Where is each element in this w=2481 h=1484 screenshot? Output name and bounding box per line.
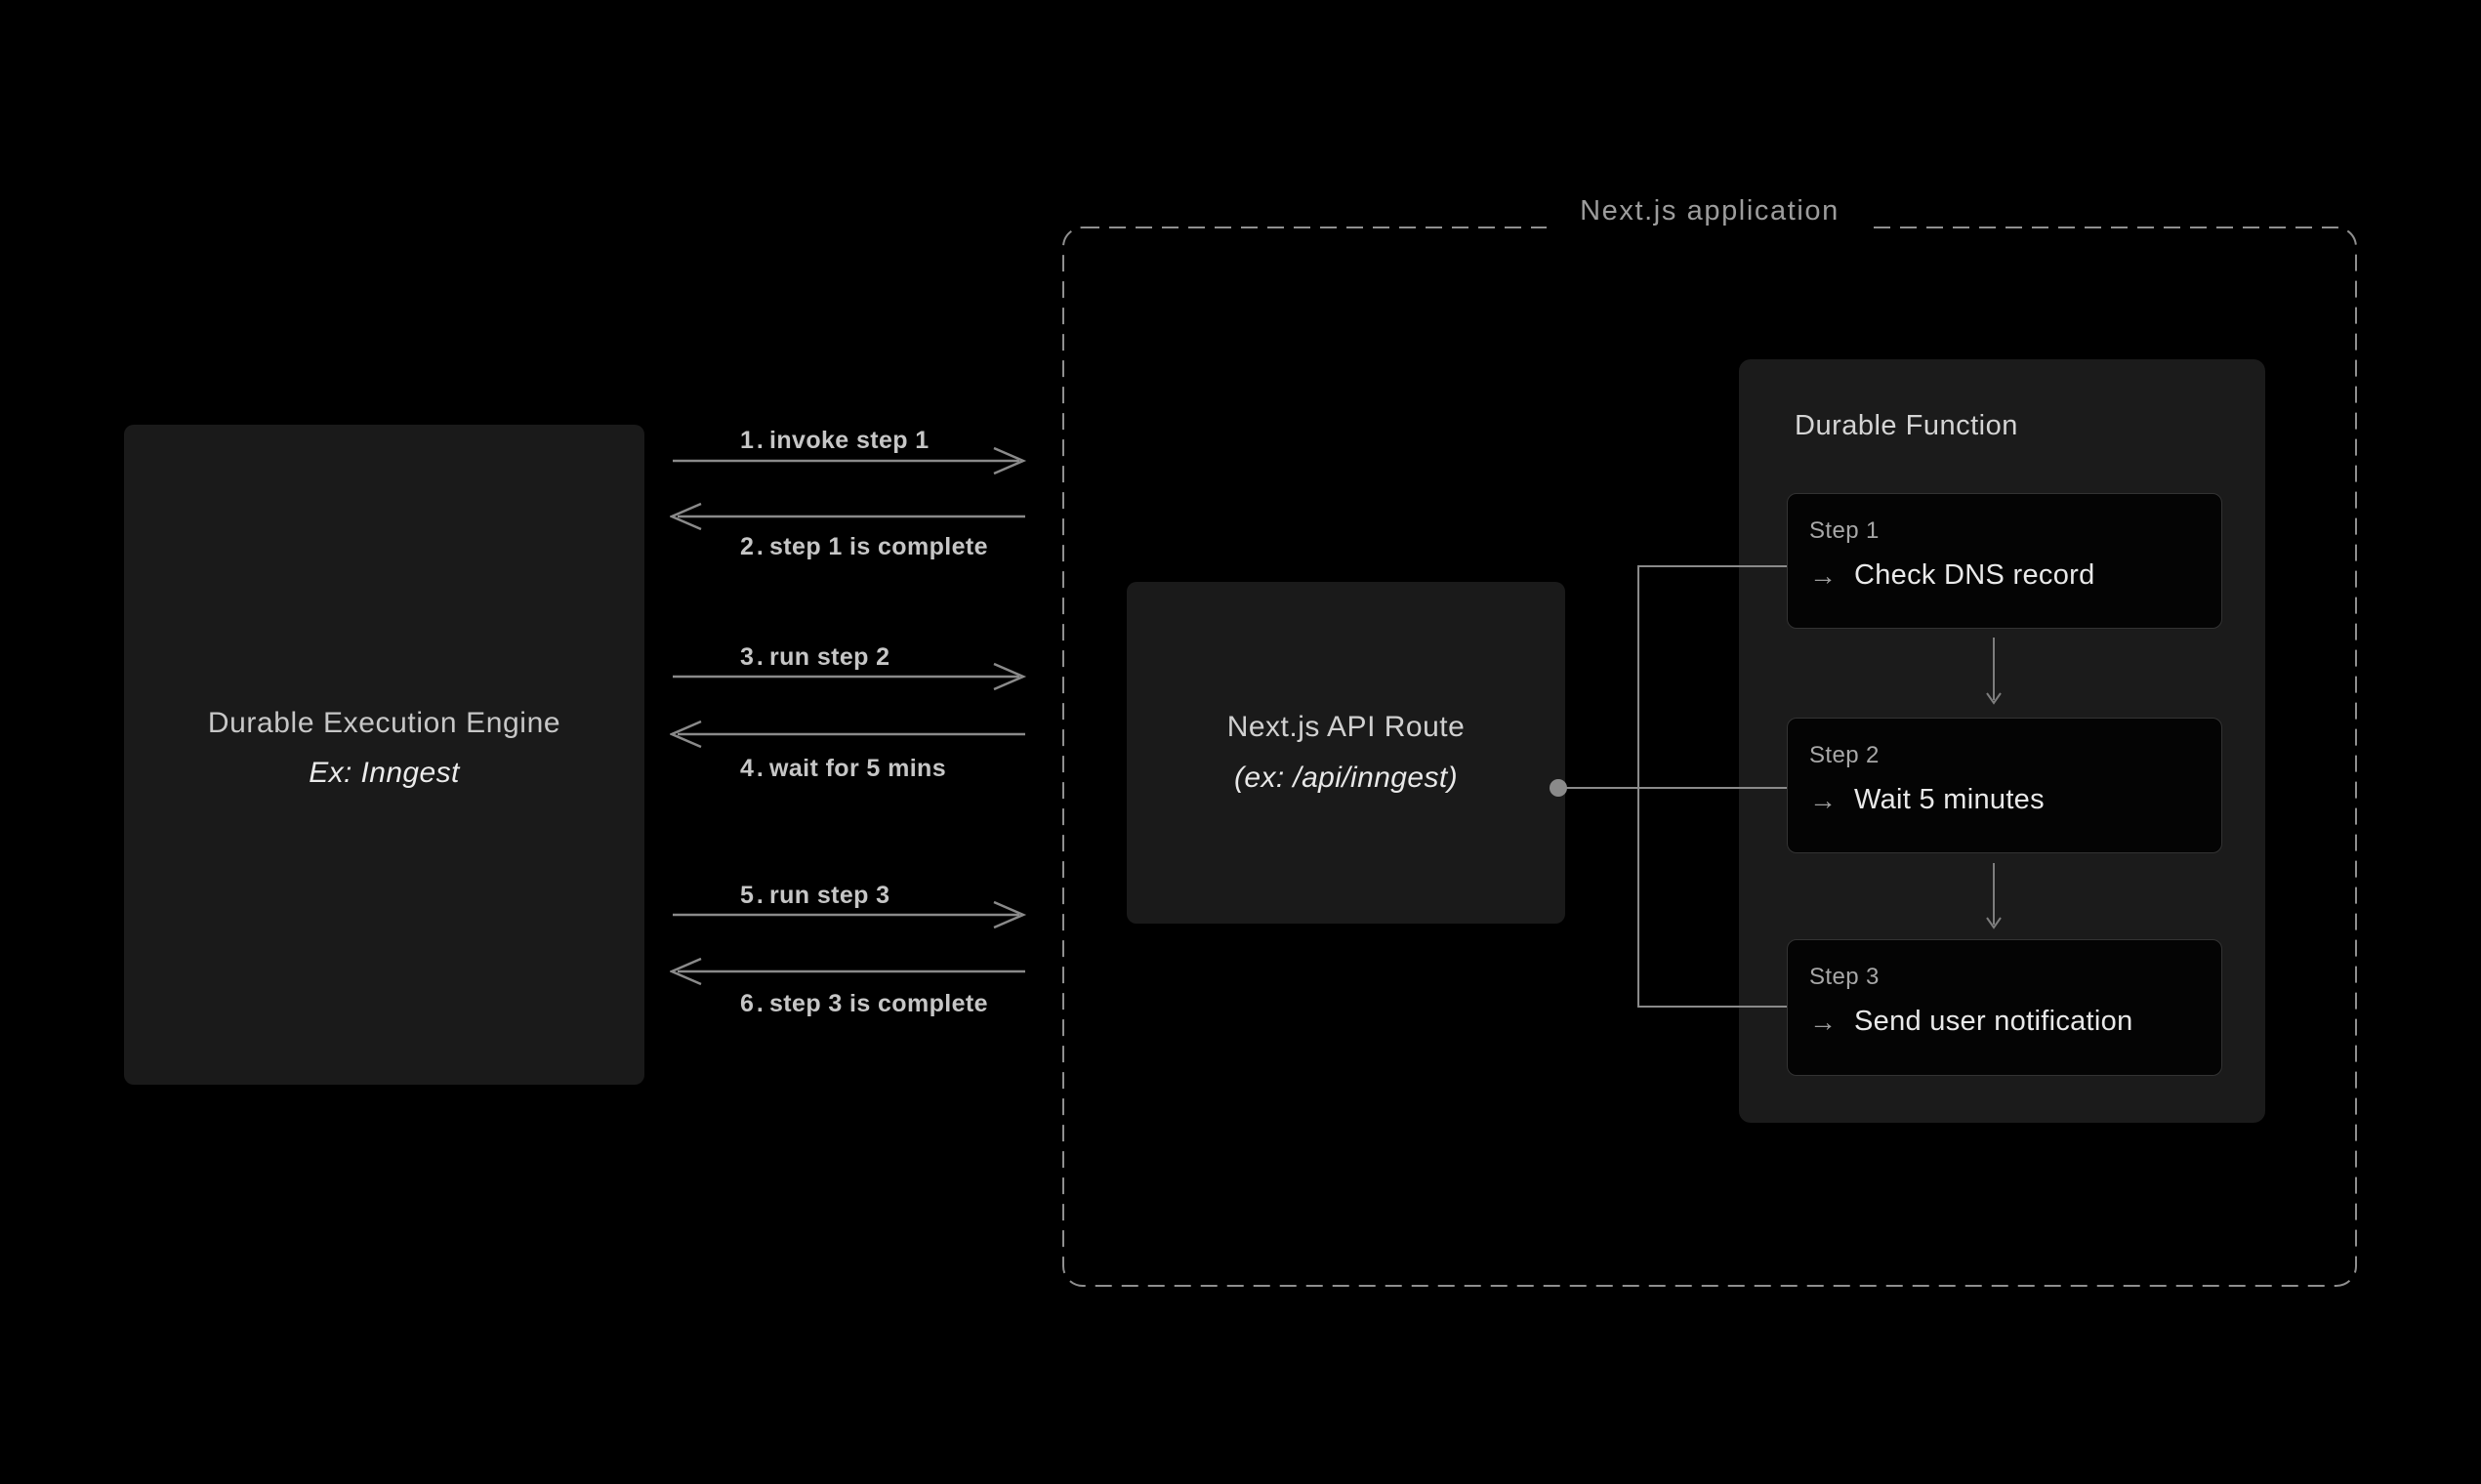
arrow-right-icon: → [1809,784,1837,815]
nextjs-application-frame [1062,227,2357,1287]
connector-line-middle [1557,787,1787,789]
api-route-subtitle: (ex: /api/inngest) [1234,762,1458,794]
message-text: step 1 is complete [769,533,988,560]
message-number: 4. [740,755,766,782]
step-label: Step 2 [1809,742,1880,768]
step-row: → Check DNS record [1809,559,2202,592]
message-label-3: 3.run step 2 [740,640,889,674]
connector-line-bottom [1638,1006,1787,1008]
connector-line-top [1638,565,1787,567]
message-number: 2. [740,533,766,560]
api-route-title: Next.js API Route [1226,711,1466,743]
arrow-left-icon [670,502,1025,531]
arrow-left-icon [670,720,1025,749]
arrow-right-icon: → [1809,1006,1837,1037]
durable-execution-engine-box: Durable Execution Engine Ex: Inngest [124,425,644,1085]
step-3-box: Step 3 → Send user notification [1787,939,2222,1076]
step-1-box: Step 1 → Check DNS record [1787,493,2222,629]
arrow-left-icon [670,957,1025,986]
message-number: 3. [740,643,766,671]
message-number: 6. [740,990,766,1017]
message-text: wait for 5 mins [769,755,947,782]
message-label-2: 2.step 1 is complete [740,530,988,563]
step-row: → Wait 5 minutes [1809,784,2202,816]
step-label: Step 3 [1809,964,1880,990]
message-text: step 3 is complete [769,990,988,1017]
message-label-1: 1.invoke step 1 [740,424,930,457]
step-2-box: Step 2 → Wait 5 minutes [1787,718,2222,853]
step-row: → Send user notification [1809,1006,2202,1038]
step-action: Check DNS record [1854,559,2095,591]
message-label-4: 4.wait for 5 mins [740,752,946,785]
arrow-down-icon [1986,863,2002,929]
engine-subtitle: Ex: Inngest [309,756,460,789]
message-number: 5. [740,882,766,909]
nextjs-application-label: Next.js application [1062,192,2357,229]
message-label-6: 6.step 3 is complete [740,987,988,1020]
message-text: invoke step 1 [769,427,930,454]
step-action: Wait 5 minutes [1854,784,2045,815]
nextjs-api-route-box: Next.js API Route (ex: /api/inngest) [1127,582,1565,924]
arrow-right-icon [673,900,1027,929]
message-number: 1. [740,427,766,454]
step-label: Step 1 [1809,517,1880,544]
step-action: Send user notification [1854,1006,2133,1037]
arrow-right-icon [673,662,1027,691]
engine-title: Durable Execution Engine [207,706,561,739]
arrow-down-icon [1986,638,2002,705]
connector-dot [1550,779,1567,797]
message-label-5: 5.run step 3 [740,879,889,912]
connector-trunk [1637,565,1639,1008]
arrow-right-icon [673,446,1027,475]
message-text: run step 2 [769,643,890,671]
durable-function-title: Durable Function [1795,410,2018,441]
message-text: run step 3 [769,882,890,909]
arrow-right-icon: → [1809,559,1837,591]
